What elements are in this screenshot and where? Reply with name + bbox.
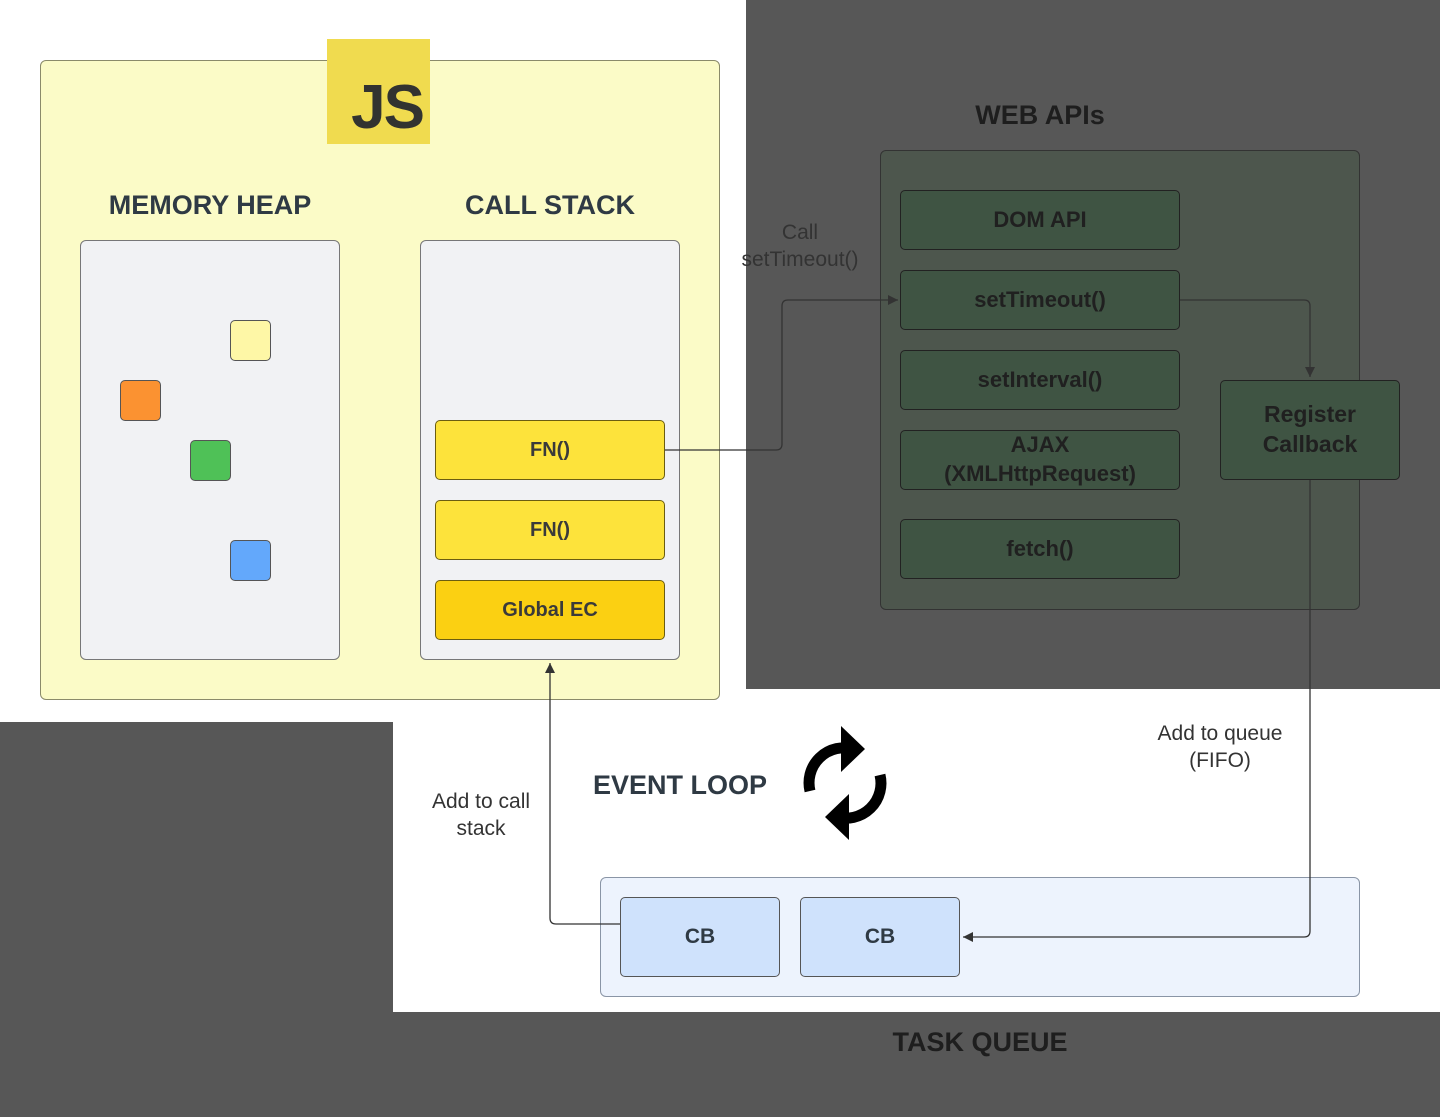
task-queue-title: TASK QUEUE [892, 1027, 1068, 1057]
arrow-fn-to-settimeout [665, 295, 898, 451]
label-call-settimeout: Call setTimeout() [741, 221, 859, 271]
heap-block-yellow [230, 320, 271, 361]
web-apis-title: WEB APIs [975, 100, 1105, 130]
stack-frame-fn-top: FN() [435, 420, 665, 480]
memory-heap-title: MEMORY HEAP [108, 190, 312, 220]
queue-item-cb-first: CB [620, 897, 780, 977]
event-loop-title: EVENT LOOP [592, 770, 768, 800]
js-logo: JS [327, 39, 430, 144]
api-ajax: AJAX (XMLHttpRequest) [900, 430, 1180, 490]
heap-block-blue [230, 540, 271, 581]
arrow-queue-to-call-stack [545, 663, 620, 925]
api-settimeout: setTimeout() [900, 270, 1180, 330]
stack-frame-global-ec: Global EC [435, 580, 665, 640]
js-logo-text: JS [351, 73, 425, 142]
arrow-register-to-queue [963, 480, 1311, 942]
label-add-to-call-stack: Add to call stack [431, 790, 531, 840]
heap-block-green [190, 440, 231, 481]
arrow-settimeout-to-register [1180, 299, 1315, 377]
call-stack-title: CALL STACK [465, 190, 635, 220]
heap-block-orange [120, 380, 161, 421]
dark-region-bottom [0, 1012, 1440, 1117]
stack-frame-fn: FN() [435, 500, 665, 560]
register-callback-box: Register Callback [1220, 380, 1400, 480]
label-add-to-queue: Add to queue (FIFO) [1157, 722, 1283, 772]
dark-region-left [0, 722, 393, 1012]
queue-item-cb-second: CB [800, 897, 960, 977]
api-setinterval: setInterval() [900, 350, 1180, 410]
api-dom: DOM API [900, 190, 1180, 250]
refresh-cycle-icon [803, 726, 887, 840]
api-fetch: fetch() [900, 519, 1180, 579]
